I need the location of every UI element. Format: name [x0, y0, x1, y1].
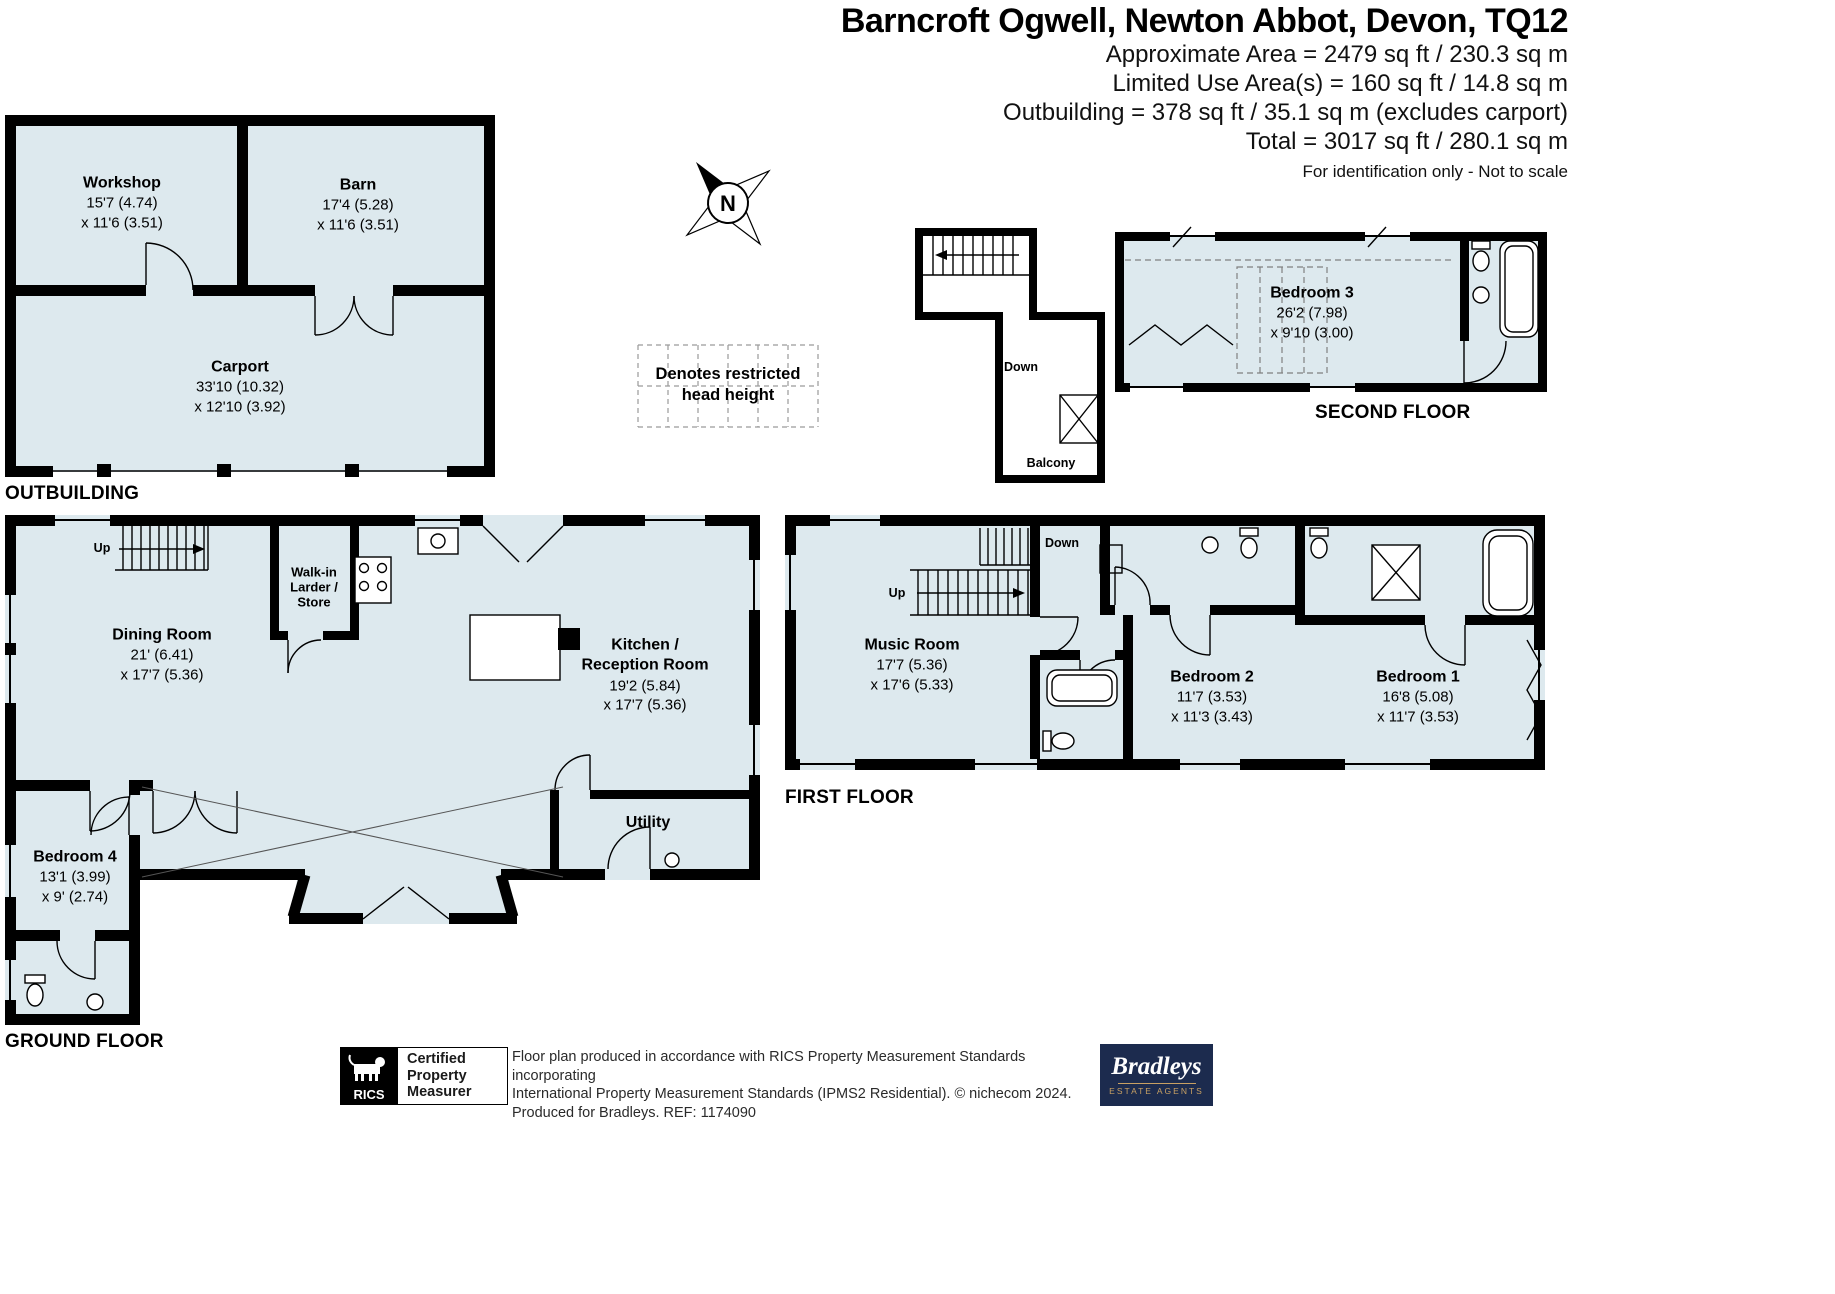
french-doors-icon: [482, 525, 564, 563]
outbuilding-area: Outbuilding = 378 sq ft / 35.1 sq m (exc…: [1003, 99, 1568, 126]
eaves-zigzag-ff: [1526, 639, 1542, 741]
utility-sink-icon: [664, 852, 680, 868]
first-floor-walls-svg: [785, 515, 1545, 770]
bradleys-wordmark: Bradleys: [1111, 1053, 1202, 1080]
down-label-ff: Down: [1044, 536, 1080, 550]
up-label-ff: Up: [888, 586, 906, 600]
basin-icon: [1472, 286, 1490, 304]
toilet-icon: [1471, 240, 1491, 272]
room-label-bedroom4: Bedroom 4 13'1 (3.99) x 9' (2.74): [33, 848, 117, 906]
room-label-bedroom3: Bedroom 3 26'2 (7.98) x 9'10 (3.00): [1270, 284, 1354, 342]
outbuilding-walls-svg: [5, 115, 495, 477]
rics-measurer-line: Measurer: [407, 1084, 472, 1101]
disclaimer-line-2: International Property Measurement Stand…: [512, 1086, 1072, 1102]
rics-certified-line: Certified: [407, 1051, 466, 1068]
header: Barncroft Ogwell, Newton Abbot, Devon, T…: [580, 2, 1569, 182]
second-floor-stairs-icon: [923, 236, 1029, 276]
barn-double-door-icon: [314, 295, 394, 336]
toilet-icon-ff: [1042, 730, 1075, 752]
property-title: Barncroft Ogwell, Newton Abbot, Devon, T…: [840, 2, 1569, 40]
bath-icon-ff: [1046, 669, 1118, 707]
hob-icon: [354, 556, 392, 604]
first-floor-stairs-up-icon: [910, 569, 1035, 616]
approximate-area: Approximate Area = 2479 sq ft / 230.3 sq…: [1105, 41, 1568, 68]
shower-icon: [1371, 544, 1421, 601]
rics-property-line: Property: [407, 1067, 467, 1084]
room-label-utility: Utility: [625, 813, 671, 831]
second-floor-label: SECOND FLOOR: [1315, 402, 1471, 423]
compass-icon: N: [685, 162, 771, 246]
first-floor-label: FIRST FLOOR: [785, 787, 914, 808]
rooflight-icon: [1059, 394, 1099, 444]
up-label-gf: Up: [93, 541, 111, 555]
first-floor-stairs-down-icon: [979, 528, 1036, 566]
ground-floor-stairs-icon: [115, 526, 209, 571]
chimney-block: [558, 628, 580, 650]
rics-logo: RICS: [340, 1047, 398, 1105]
restricted-hatch-pattern: [637, 344, 819, 428]
kitchen-island: [469, 614, 561, 681]
room-label-bedroom2: Bedroom 2 11'7 (3.53) x 11'3 (3.43): [1170, 668, 1254, 726]
compass-north-letter: N: [720, 191, 736, 216]
sink-icon: [417, 527, 459, 555]
outbuilding-floor-label: OUTBUILDING: [5, 483, 140, 504]
rics-wordmark: RICS: [353, 1087, 384, 1102]
scale-note: For identification only - Not to scale: [1302, 162, 1568, 181]
total-area: Total = 3017 sq ft / 280.1 sq m: [1245, 128, 1568, 155]
toilet-icon-ensuite: [1309, 527, 1329, 559]
room-label-workshop: Workshop 15'7 (4.74) x 11'6 (3.51): [81, 174, 163, 232]
workshop-door-icon: [145, 242, 194, 291]
compass: N: [672, 145, 784, 257]
disclaimer-line-3: Produced for Bradleys. REF: 1174090: [512, 1104, 756, 1121]
bay-doors-icon: [362, 886, 450, 920]
vault-lines: [141, 786, 564, 878]
room-label-music: Music Room 17'7 (5.36) x 17'6 (5.33): [864, 636, 960, 694]
ground-floor-walls-svg: [5, 515, 760, 1025]
down-label: Down: [1003, 360, 1039, 374]
restricted-height-legend: Denotes restricted head height: [637, 344, 819, 428]
bradleys-rule: [1117, 1083, 1196, 1084]
eaves-zigzag-icon: [1128, 324, 1234, 346]
rics-lion-icon: RICS: [348, 1054, 385, 1102]
ground-floor-label: GROUND FLOOR: [5, 1031, 164, 1052]
toilet-icon-wc: [1239, 527, 1259, 559]
balcony-label: Balcony: [1026, 456, 1076, 470]
second-floor-walls-svg: [915, 226, 1547, 483]
limited-use-area: Limited Use Area(s) = 160 sq ft / 14.8 s…: [1112, 70, 1568, 97]
bath-icon-ensuite: [1482, 529, 1534, 617]
room-label-larder: Walk-in Larder / Store: [290, 564, 338, 610]
second-floor-plan: Bedroom 3 26'2 (7.98) x 9'10 (3.00) Down…: [915, 225, 1565, 490]
room-label-kitchen: Kitchen / Reception Room 19'2 (5.84) x 1…: [581, 636, 709, 714]
basin-icon-gf: [86, 993, 104, 1011]
legend-text: Denotes restricted head height: [655, 365, 801, 404]
room-label-dining: Dining Room 21' (6.41) x 17'7 (5.36): [112, 626, 212, 684]
room-label-barn: Barn 17'4 (5.28) x 11'6 (3.51): [317, 176, 399, 234]
bradleys-logo: Bradleys ESTATE AGENTS: [1100, 1044, 1213, 1106]
toilet-icon-gf: [24, 974, 46, 1007]
first-floor-plan: Music Room 17'7 (5.36) x 17'6 (5.33) Bed…: [785, 515, 1550, 825]
basin-icon-ff: [1201, 536, 1219, 554]
outbuilding-plan: Workshop 15'7 (4.74) x 11'6 (3.51) Barn …: [5, 115, 495, 515]
disclaimer: Floor plan produced in accordance with R…: [512, 1048, 1112, 1122]
room-label-carport: Carport 33'10 (10.32) x 12'10 (3.92): [194, 358, 286, 416]
disclaimer-line-1: Floor plan produced in accordance with R…: [512, 1049, 1026, 1084]
bath-icon: [1499, 240, 1539, 338]
rics-certified-box: Certified Property Measurer: [398, 1047, 508, 1105]
bradleys-tagline: ESTATE AGENTS: [1109, 1086, 1204, 1096]
ground-floor-plan: Dining Room 21' (6.41) x 17'7 (5.36) Wal…: [5, 515, 765, 1060]
room-label-bedroom1: Bedroom 1 16'8 (5.08) x 11'7 (3.53): [1376, 668, 1460, 726]
